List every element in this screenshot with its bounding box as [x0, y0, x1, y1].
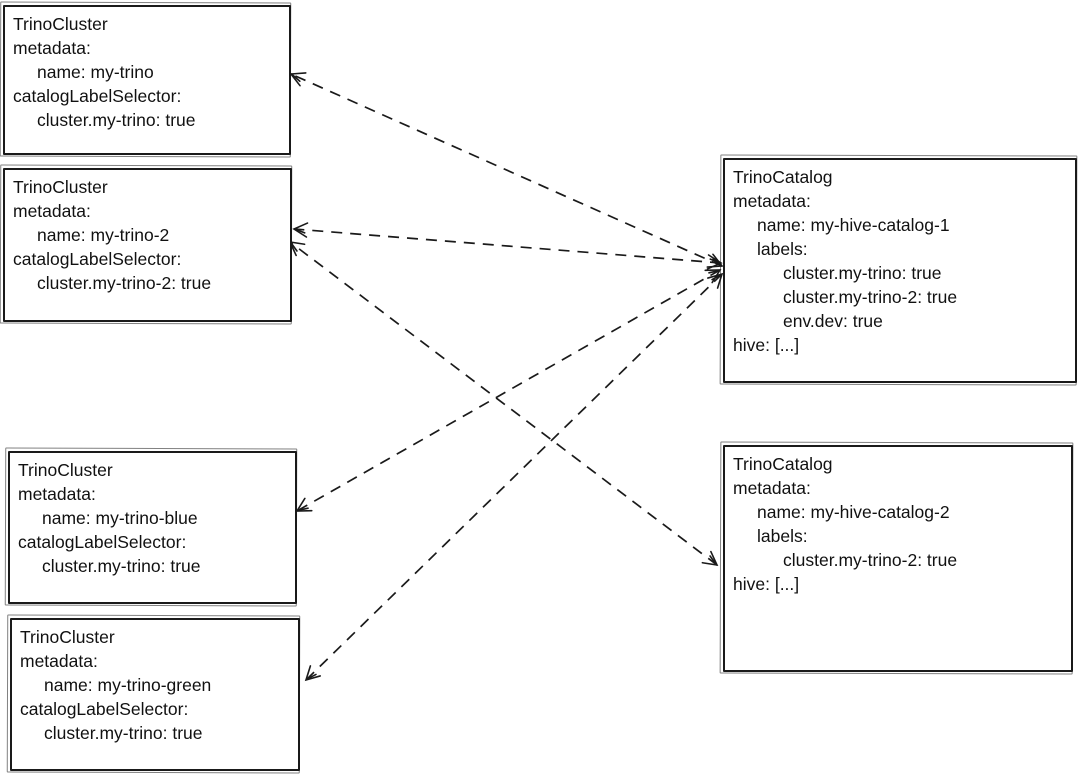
- node-line: metadata:: [18, 484, 96, 504]
- diagram-node-trino-cluster-my-trino-2: TrinoCluster metadata: name: my-trino-2 cat…: [3, 168, 292, 322]
- diagram-node-trino-catalog-my-hive-catalog-2: TrinoCatalog metadata: name: my-hive-catal…: [723, 445, 1073, 672]
- node-line: cluster.my-trino: true: [37, 110, 196, 130]
- node-line: cluster.my-trino: true: [44, 723, 203, 743]
- node-line: cluster.my-trino-2: true: [37, 273, 212, 293]
- node-title: TrinoCluster: [18, 460, 113, 480]
- node-line: catalogLabelSelector:: [13, 249, 182, 269]
- edge-trino-catalog-my-hive-catalog-1--trino-cluster-my-trino-blue: [295, 269, 722, 512]
- node-line: name: my-trino-2: [37, 225, 170, 245]
- edge-trino-catalog-my-hive-catalog-2--trino-cluster-my-trino-2: [288, 240, 719, 567]
- node-line: metadata:: [13, 38, 91, 58]
- node-line: env.dev: true: [783, 311, 883, 331]
- node-line: name: my-trino-green: [44, 675, 212, 695]
- node-line: cluster.my-trino-2: true: [783, 550, 958, 570]
- node-line: cluster.my-trino: true: [783, 263, 942, 283]
- node-line: name: my-hive-catalog-1: [757, 215, 950, 235]
- diagram-node-trino-cluster-my-trino-blue: TrinoCluster metadata: name: my-trino-blue…: [8, 451, 297, 604]
- node-line: cluster.my-trino: true: [42, 556, 201, 576]
- diagram-node-trino-cluster-my-trino: TrinoCluster metadata: name: my-trino catal…: [3, 5, 291, 155]
- node-line: metadata:: [13, 201, 91, 221]
- edge-trino-catalog-my-hive-catalog-1--trino-cluster-my-trino: [289, 72, 724, 268]
- node-line: cluster.my-trino-2: true: [783, 287, 958, 307]
- node-title: TrinoCatalog: [733, 454, 833, 474]
- node-line: metadata:: [733, 191, 811, 211]
- diagram-node-trino-cluster-my-trino-green: TrinoCluster metadata: name: my-trino-gree…: [10, 618, 300, 771]
- node-title: TrinoCluster: [20, 627, 115, 647]
- node-line: name: my-hive-catalog-2: [757, 502, 950, 522]
- diagram-node-trino-catalog-my-hive-catalog-1: TrinoCatalog metadata: name: my-hive-catal…: [723, 158, 1077, 383]
- node-line: hive: [...]: [733, 335, 800, 355]
- node-line: catalogLabelSelector:: [13, 86, 182, 106]
- node-line: name: my-trino: [37, 62, 154, 82]
- node-line: hive: [...]: [733, 574, 800, 594]
- node-line: metadata:: [733, 478, 811, 498]
- node-line: labels:: [757, 526, 808, 546]
- edge-trino-catalog-my-hive-catalog-1--trino-cluster-my-trino-2: [292, 222, 723, 270]
- node-title: TrinoCluster: [13, 14, 108, 34]
- edge-trino-catalog-my-hive-catalog-1--trino-cluster-my-trino-green: [304, 272, 724, 682]
- node-line: metadata:: [20, 651, 98, 671]
- node-line: catalogLabelSelector:: [20, 699, 189, 719]
- node-title: TrinoCatalog: [733, 167, 833, 187]
- node-line: catalogLabelSelector:: [18, 532, 187, 552]
- node-title: TrinoCluster: [13, 177, 108, 197]
- node-line: name: my-trino-blue: [42, 508, 198, 528]
- node-line: labels:: [757, 239, 808, 259]
